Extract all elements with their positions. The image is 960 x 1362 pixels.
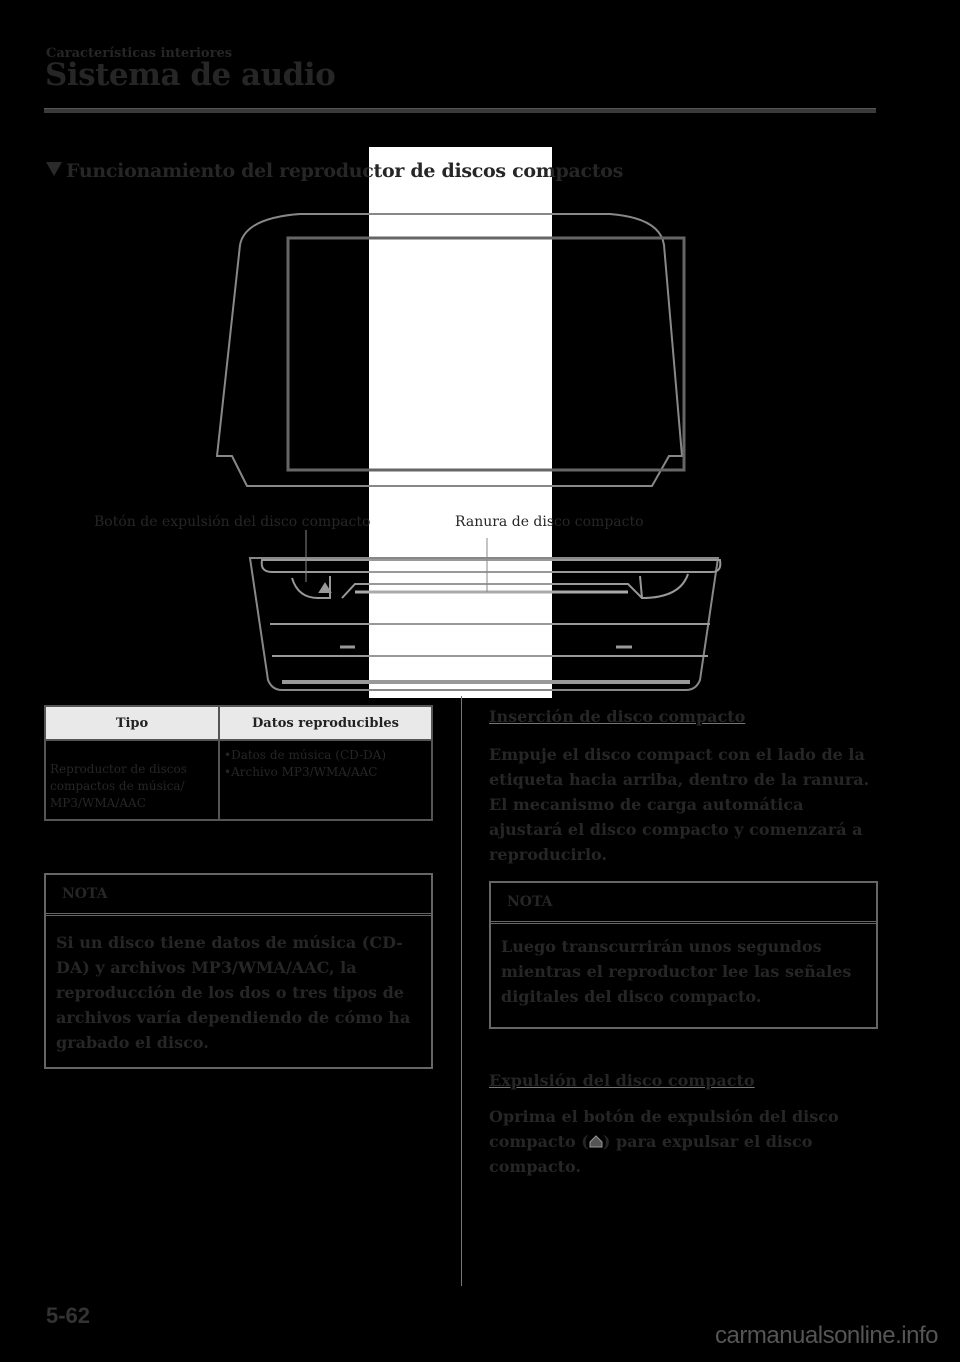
page-title: Sistema de audio [45, 57, 336, 93]
note-box-left: NOTA Si un disco tiene datos de música (… [44, 873, 433, 1069]
section-heading: Funcionamiento del reproductor de discos… [46, 160, 623, 182]
table-cell-datos: •Datos de música (CD-DA) •Archivo MP3/WM… [218, 739, 433, 821]
ejection-text-before: Oprima el botón de expulsión del disco c… [489, 1107, 839, 1151]
data-item: •Archivo MP3/WMA/AAC [224, 765, 378, 779]
ejection-text-after: ) para expulsar el disco compacto. [489, 1132, 813, 1176]
ejection-heading: Expulsión del disco compacto [489, 1071, 755, 1090]
eject-icon [589, 1135, 603, 1148]
triangle-marker-icon [46, 162, 62, 176]
callout-disc-slot: Ranura de disco compacto [455, 514, 644, 530]
note-box-right: NOTA Luego transcurrirán unos segundos m… [489, 881, 878, 1029]
callout-eject-button: Botón de expulsión del disco compacto [94, 514, 371, 530]
ejection-body: Oprima el botón de expulsión del disco c… [489, 1104, 879, 1179]
insertion-body: Empuje el disco compact con el lado de l… [489, 745, 870, 864]
data-item: •Datos de música (CD-DA) [224, 748, 386, 762]
note-title: NOTA [491, 883, 876, 924]
section-heading-text: Funcionamiento del reproductor de discos… [66, 160, 624, 182]
playable-data-table: Tipo Datos reproducibles Reproductor de … [44, 705, 433, 821]
table-row: Reproductor de discos compactos de músic… [44, 739, 433, 821]
title-rule [44, 108, 876, 113]
audio-unit-illustration [215, 213, 722, 691]
note-body: Luego transcurrirán unos segundos mientr… [501, 937, 852, 1006]
column-divider [461, 696, 462, 1286]
table-header-datos: Datos reproducibles [218, 705, 433, 741]
page-number: 5-62 [46, 1303, 91, 1328]
table-cell-tipo: Reproductor de discos compactos de músic… [44, 739, 220, 821]
watermark: carmanualsonline.info [715, 1322, 938, 1349]
table-header-tipo: Tipo [44, 705, 220, 741]
note-title: NOTA [46, 875, 431, 916]
note-body: Si un disco tiene datos de música (CD-DA… [56, 933, 411, 1052]
section-label: Características interiores [46, 46, 233, 61]
insertion-heading: Inserción de disco compacto [489, 707, 746, 726]
